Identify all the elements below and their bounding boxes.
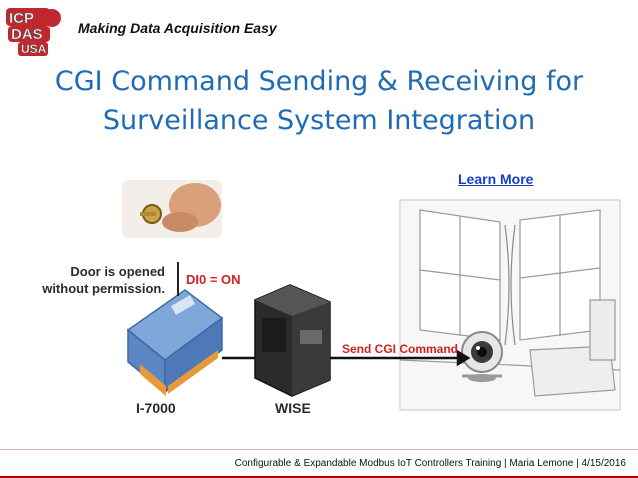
hand-key-icon: [122, 180, 222, 238]
slide-title-line1: CGI Command Sending & Receiving for: [54, 66, 584, 97]
door-opened-label: Door is opened without permission.: [40, 263, 165, 297]
send-cgi-label: Send CGI Command: [342, 342, 459, 356]
logo-text-das: DAS: [11, 26, 43, 43]
slide-title: CGI Command Sending & Receiving for Surv…: [20, 62, 618, 140]
tagline: Making Data Acquisition Easy: [78, 20, 277, 36]
camera-icon: [461, 331, 503, 382]
door-label-line1: Door is opened: [70, 264, 165, 279]
wise-module-icon: [254, 284, 331, 397]
logo-text-usa: USA: [21, 42, 47, 56]
slide-title-line2: Surveillance System Integration: [102, 105, 536, 136]
learn-more-link[interactable]: Learn More: [458, 171, 534, 187]
footer-bottom-bar: [0, 476, 638, 478]
connection-lines: [222, 349, 471, 367]
i7000-label: I-7000: [136, 400, 176, 416]
footer-divider: [0, 449, 638, 450]
wise-label: WISE: [275, 400, 311, 416]
di0-label: DI0 = ON: [186, 272, 241, 287]
i7000-module-icon: [126, 289, 224, 396]
logo-icon: ICP DAS USA: [6, 8, 61, 56]
icpdas-usa-logo: ICP DAS USA: [6, 6, 72, 58]
room-sketch-icon: [399, 199, 621, 411]
door-label-line2: without permission.: [42, 281, 165, 296]
footer-text: Configurable & Expandable Modbus IoT Con…: [234, 458, 626, 469]
logo-text-icp: ICP: [9, 10, 34, 27]
